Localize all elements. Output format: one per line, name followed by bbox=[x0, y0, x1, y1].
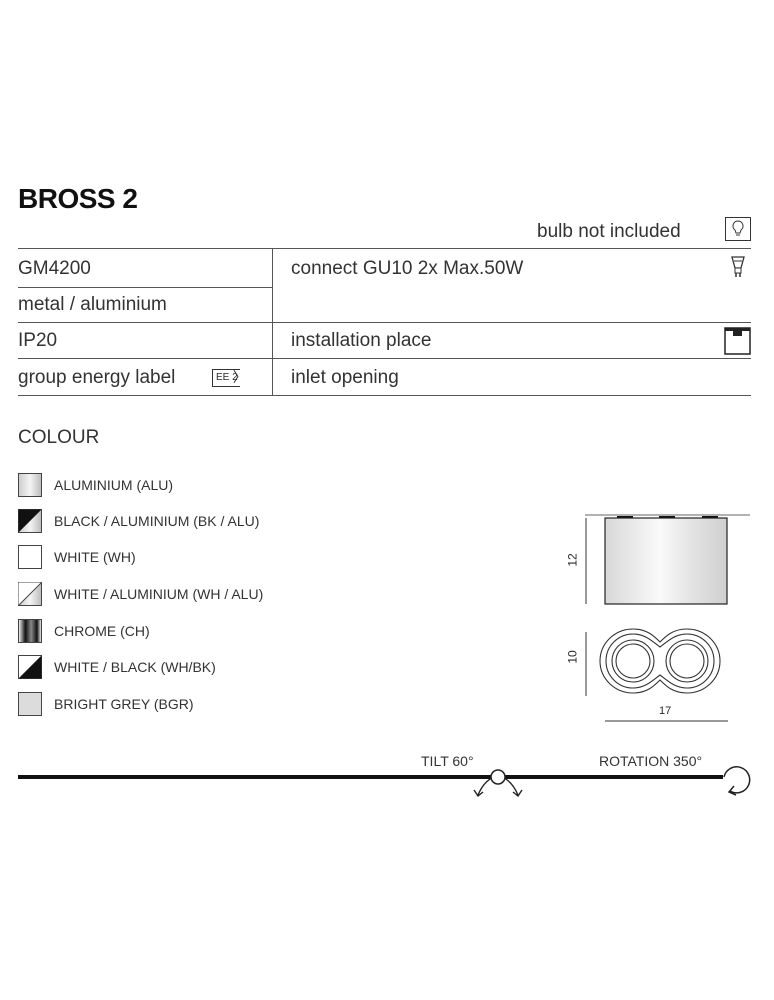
divider bbox=[18, 287, 272, 288]
divider bbox=[272, 248, 273, 395]
tilt-icon bbox=[473, 769, 523, 798]
motion-bar bbox=[18, 775, 723, 779]
energy-badge-text: EE 2 bbox=[216, 372, 238, 383]
rotation-label: ROTATION 350° bbox=[599, 753, 703, 769]
bulb-note: bulb not included bbox=[537, 221, 681, 242]
ceiling-mount-icon bbox=[724, 327, 751, 355]
colour-label: WHITE / ALUMINIUM (WH / ALU) bbox=[54, 586, 264, 602]
energy-badge: EE 2〉 bbox=[212, 369, 247, 387]
installation-place: installation place bbox=[291, 330, 432, 351]
divider bbox=[18, 395, 751, 396]
colour-label: BLACK / ALUMINIUM (BK / ALU) bbox=[54, 513, 260, 529]
swatch-black-aluminium bbox=[18, 509, 42, 533]
energy-label-text: group energy label bbox=[18, 367, 176, 388]
swatch-aluminium bbox=[18, 473, 42, 497]
connect-spec: connect GU10 2x Max.50W bbox=[291, 258, 524, 279]
height-dimension: 12 bbox=[565, 553, 580, 567]
colour-label: BRIGHT GREY (BGR) bbox=[54, 696, 194, 712]
swatch-white-black bbox=[18, 655, 42, 679]
top-view bbox=[599, 628, 721, 694]
colour-label: WHITE (WH) bbox=[54, 549, 136, 565]
swatch-bright-grey bbox=[18, 692, 42, 716]
swatch-white bbox=[18, 545, 42, 569]
colour-heading: COLOUR bbox=[18, 427, 100, 448]
bulb-icon bbox=[725, 217, 751, 241]
material: metal / aluminium bbox=[18, 294, 167, 315]
width-dimension: 17 bbox=[659, 705, 672, 717]
divider bbox=[18, 322, 751, 323]
divider bbox=[18, 358, 751, 359]
divider bbox=[18, 248, 751, 249]
gu10-bulb-icon bbox=[731, 256, 745, 277]
colour-label: ALUMINIUM (ALU) bbox=[54, 477, 174, 493]
rotation-icon bbox=[723, 766, 751, 796]
inlet-opening: inlet opening bbox=[291, 367, 399, 388]
colour-label: CHROME (CH) bbox=[54, 623, 150, 639]
swatch-chrome bbox=[18, 619, 42, 643]
colour-label: WHITE / BLACK (WH/BK) bbox=[54, 659, 216, 675]
side-view bbox=[604, 517, 728, 605]
swatch-white-aluminium bbox=[18, 582, 42, 606]
tilt-label: TILT 60° bbox=[421, 753, 474, 769]
product-title: BROSS 2 bbox=[18, 183, 138, 214]
product-code: GM4200 bbox=[18, 258, 91, 279]
chevron-icon: 〉 bbox=[232, 369, 247, 385]
dimension-drawing bbox=[585, 514, 750, 722]
ip-rating: IP20 bbox=[18, 330, 58, 351]
depth-dimension: 10 bbox=[565, 650, 580, 664]
